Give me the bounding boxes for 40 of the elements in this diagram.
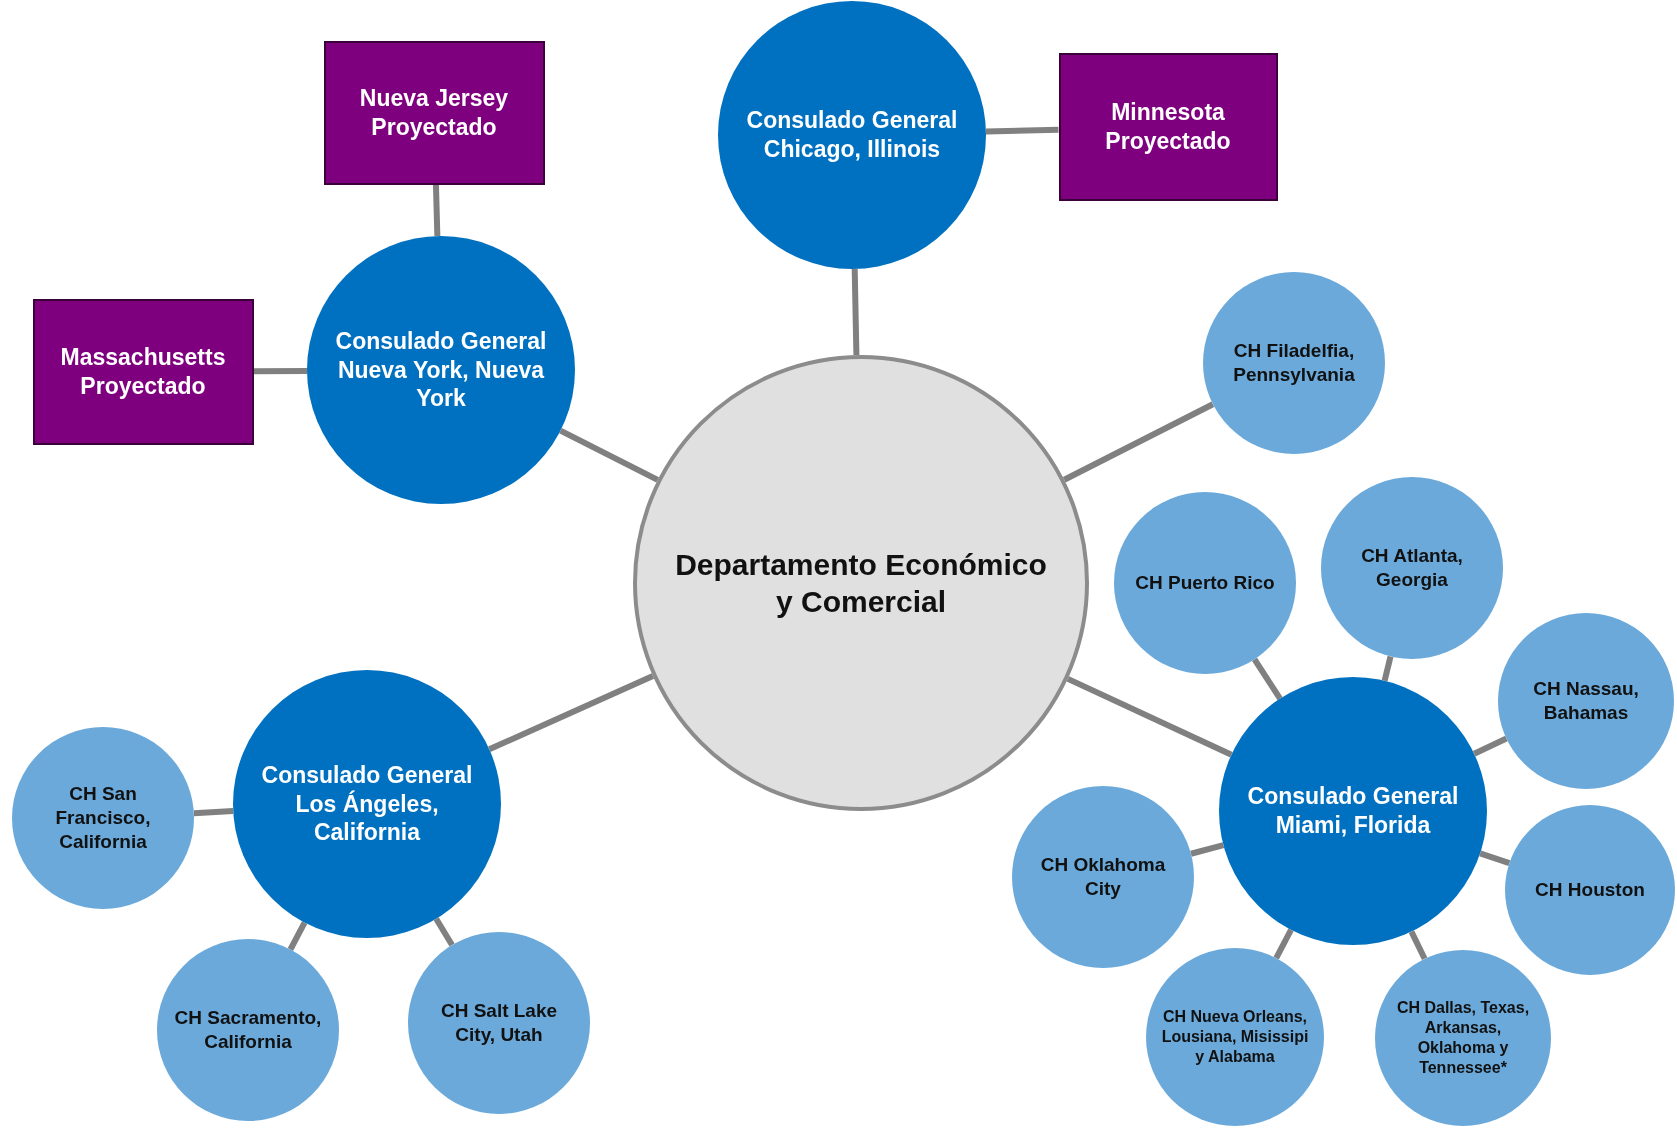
node-label: Departamento Económico y Comercial	[674, 546, 1048, 620]
connector-line	[1479, 850, 1511, 866]
connector-line	[1472, 735, 1508, 757]
node-label: CH Atlanta, Georgia	[1360, 544, 1464, 592]
node-label: CH Dallas, Texas, Arkansas, Oklahoma y Tennessee*	[1395, 998, 1531, 1078]
node-label: CH Puerto Rico	[1135, 571, 1275, 595]
node-label: CH Sacramento, California	[173, 1006, 323, 1054]
connector-line	[1066, 676, 1233, 758]
node-label: Nueva Jersey Proyectado	[358, 84, 510, 142]
connector-line	[1190, 842, 1225, 857]
connector-line	[559, 427, 659, 483]
node-label: CH Salt Lake City, Utah	[439, 999, 559, 1047]
connector-line	[253, 367, 308, 375]
projected-box	[1058, 53, 1278, 201]
connector-line	[851, 268, 860, 356]
node-label: CH Nueva Orleans, Lousiana, Misissipi y Alabama	[1160, 1007, 1310, 1067]
node-label: Minnesota Proyectado	[1104, 98, 1232, 156]
node-label: Consulado General Nueva York, Nueva York	[334, 326, 548, 414]
connector-line	[193, 808, 234, 817]
connector-line	[488, 673, 655, 752]
projected-box	[323, 41, 545, 185]
connector-line	[1408, 930, 1428, 961]
node-label: Consulado General Los Ángeles, California	[260, 760, 474, 848]
connector-line	[1273, 928, 1294, 960]
connector-line	[432, 184, 441, 237]
projected-box	[32, 299, 254, 445]
node-label: Consulado General Chicago, Illinois	[745, 106, 959, 164]
node-label: CH Filadelfia, Pennsylvania	[1232, 339, 1356, 387]
connector-line	[433, 917, 455, 947]
connector-line	[1381, 655, 1394, 682]
connector-line	[1252, 657, 1283, 701]
connector-line	[1062, 401, 1215, 483]
connector-line	[287, 921, 308, 951]
node-label: CH Nassau, Bahamas	[1532, 677, 1640, 725]
connector-line	[985, 126, 1059, 135]
node-label: Consulado General Miami, Florida	[1246, 782, 1460, 840]
node-label: CH San Francisco, California	[54, 782, 152, 854]
node-label: CH Houston	[1535, 878, 1645, 902]
node-label: CH Oklahoma City	[1039, 853, 1167, 901]
node-label: Massachusetts Proyectado	[59, 343, 227, 401]
